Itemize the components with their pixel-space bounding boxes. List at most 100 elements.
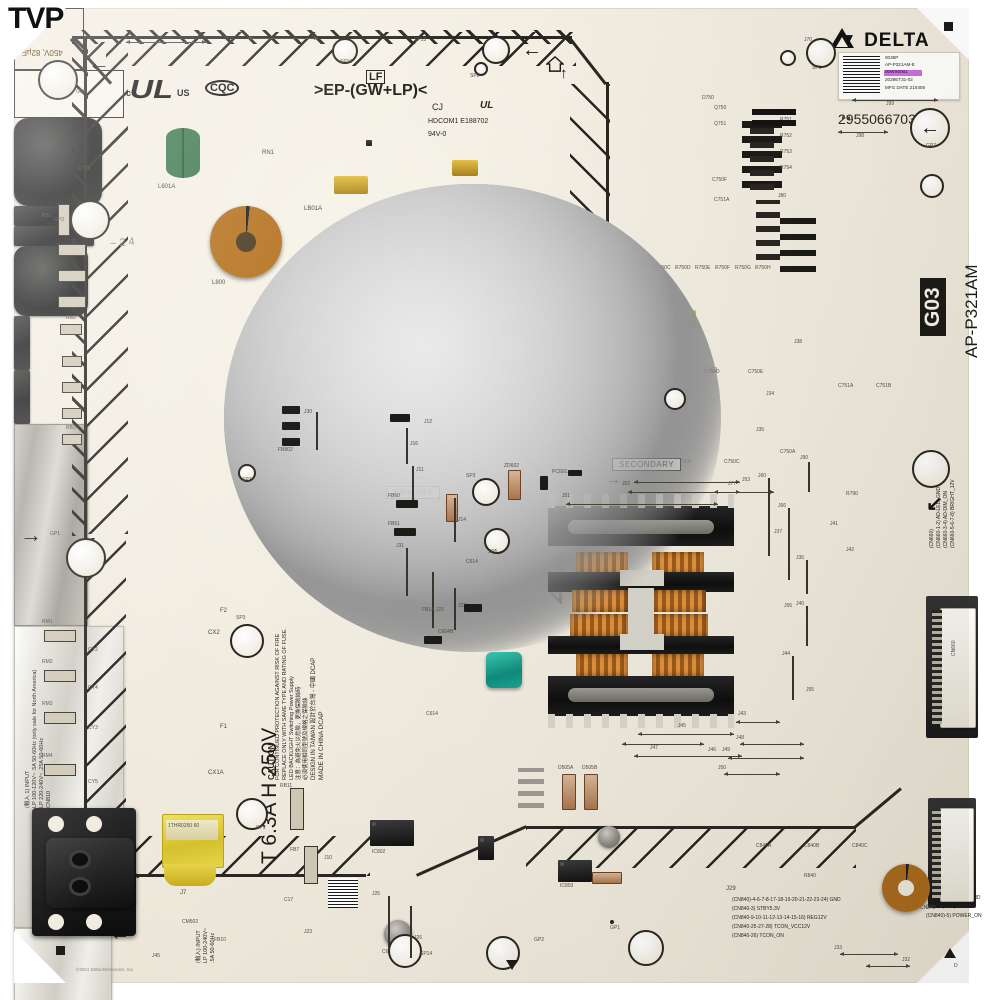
test-lug-bottom-right	[628, 930, 664, 966]
input-label-line3: LP 220-240V~ .25A 50-60Hz	[39, 737, 45, 808]
ref-j42: J42	[846, 547, 855, 553]
ref-c750e: C750E	[748, 369, 764, 375]
isolation-line-bottom-right-diag	[416, 825, 527, 877]
jumper-j14	[454, 498, 456, 542]
test-pad-sp7	[238, 464, 256, 482]
ref-fb7: FB7	[290, 847, 300, 853]
smd-column-mid	[756, 200, 780, 260]
silk-resistor-rm1	[44, 630, 76, 642]
ul-box-file: HDCOM1 E188702	[428, 118, 489, 125]
ref-j32: J32	[902, 957, 911, 963]
silk-resistor-rb9	[62, 434, 82, 445]
input-label-bottom-l1: (輸入) INPUT	[196, 930, 202, 963]
jumper-j21	[432, 572, 434, 628]
ref-j48: J48	[736, 735, 745, 741]
ref-sp5: SP5	[488, 549, 498, 555]
smd-part-6	[394, 528, 416, 536]
ref-j49: J49	[722, 747, 731, 753]
test-lug-gp3	[70, 200, 110, 240]
silk-resistor-rb3	[58, 270, 86, 282]
test-pad-sp13	[482, 36, 510, 64]
ref-sp3: SP3	[466, 473, 476, 479]
ref-rb3: RB3	[66, 425, 76, 431]
xfmr-bottom-core	[568, 688, 714, 702]
ref-fb12: J12	[424, 419, 433, 425]
sticker-line1: 0038P	[885, 55, 899, 60]
ref-r750f: R750F	[715, 265, 731, 271]
pinout-row-2: (CN840-9-10-11-12-13-14-15-16) REG12V	[732, 915, 827, 921]
cqc-mark: CQC	[205, 80, 240, 96]
ref-j60: J60	[758, 473, 767, 479]
ac-inlet-hole-bottom-left	[48, 914, 64, 930]
ref-j44: J44	[782, 651, 791, 657]
ref-sp13: SP13	[414, 37, 427, 43]
ref-c614: C614	[426, 711, 438, 717]
diode-d505a	[562, 774, 576, 810]
ic-601	[478, 836, 494, 860]
board-footer-text: ©2021 Delta Electronics, Inc.	[76, 967, 135, 972]
dimline-j99	[852, 98, 938, 102]
test-pad-sp4	[230, 624, 264, 658]
ac-inlet-hole-top-right	[86, 816, 102, 832]
jumper-j30	[316, 412, 318, 450]
ref-j33: J33	[834, 945, 843, 951]
delta-logo-text: ▼ DELTA	[838, 30, 930, 51]
test-lug-gp8	[912, 450, 950, 488]
smd-part-7	[568, 470, 582, 476]
ref-c750c: C750C	[724, 459, 740, 465]
pinout-row-4: (CN840-26) TCON_ON	[732, 933, 784, 939]
test-pad-sp1	[806, 38, 836, 68]
choke-l800-hole	[236, 232, 256, 252]
ref-rm3: RM3	[42, 701, 53, 707]
caution-line7: MADE IN CHINA DCAP	[318, 711, 325, 780]
input-label-bottom-l2: LP 100-240V~	[203, 927, 209, 963]
connector-cn840	[940, 808, 974, 902]
smd-part-5	[396, 500, 418, 508]
lead-free-mark: LF	[366, 70, 386, 84]
sticker-line4: 2029ET31-02	[885, 77, 913, 82]
ref-cx2: CX2	[208, 630, 220, 636]
ref-cn660: CN660	[951, 640, 957, 656]
ref-c750a: C750A	[780, 449, 796, 455]
silk-resistor-rm3	[44, 712, 76, 724]
ref-pc601: PC601	[552, 469, 568, 475]
test-pad-sp14	[472, 478, 500, 506]
ref-gp6: GP2	[534, 937, 545, 943]
ref-cn840: CN840	[920, 905, 936, 911]
cap-teal	[486, 652, 522, 688]
dimline-j19	[248, 36, 318, 40]
ref-q751: Q751	[714, 121, 727, 127]
dimline-j51	[566, 502, 718, 506]
caution-line3: LED BACKLIGHT Switching Power Supply	[289, 676, 295, 780]
xfmr-winding-2r	[650, 590, 706, 612]
test-pad-sp5	[484, 528, 510, 554]
ref-gp-bottom: GP1	[610, 925, 621, 931]
ref-j30: J30	[304, 409, 313, 415]
cap-c608	[598, 826, 620, 848]
callout-arrow-right-mid: ↙	[926, 493, 943, 515]
board-corner-bottom-right	[917, 931, 969, 983]
dimline-j43	[736, 720, 780, 724]
ref-j53: J53	[742, 477, 751, 483]
delta-logo-triangle-inner	[836, 37, 848, 47]
ref-rb1: RB1	[42, 213, 52, 219]
pinout-right-row-2: (CN840)-5) POWER_ON	[926, 913, 982, 919]
sticker-highlight-bar	[884, 70, 922, 76]
smd-part-2	[282, 422, 300, 430]
ref-ic803: IC803	[560, 883, 574, 889]
home-icon	[545, 55, 565, 72]
ref-c604c: C604B	[438, 629, 454, 635]
caution-line2: REPLACE ONLY WITH SAME TYPE AND RATING O…	[282, 628, 288, 780]
ref-r840: R840	[804, 873, 816, 879]
ac-inlet-hole-top-left	[48, 816, 64, 832]
ref-l800: L800	[212, 280, 226, 286]
transformer-lb01b-pinbar-top	[14, 316, 30, 370]
silk-resistor-rb7	[62, 382, 82, 393]
vpinout-row-3: (CN660-5-6-7-8) BRIGHT_12V	[950, 479, 956, 548]
ac-inlet-hole-bottom-right	[86, 914, 102, 930]
ref-j70: J70	[804, 37, 813, 43]
smd-column-right-a	[780, 208, 816, 272]
isolation-line-right-diag	[854, 787, 902, 828]
smd-part-3	[282, 438, 300, 446]
